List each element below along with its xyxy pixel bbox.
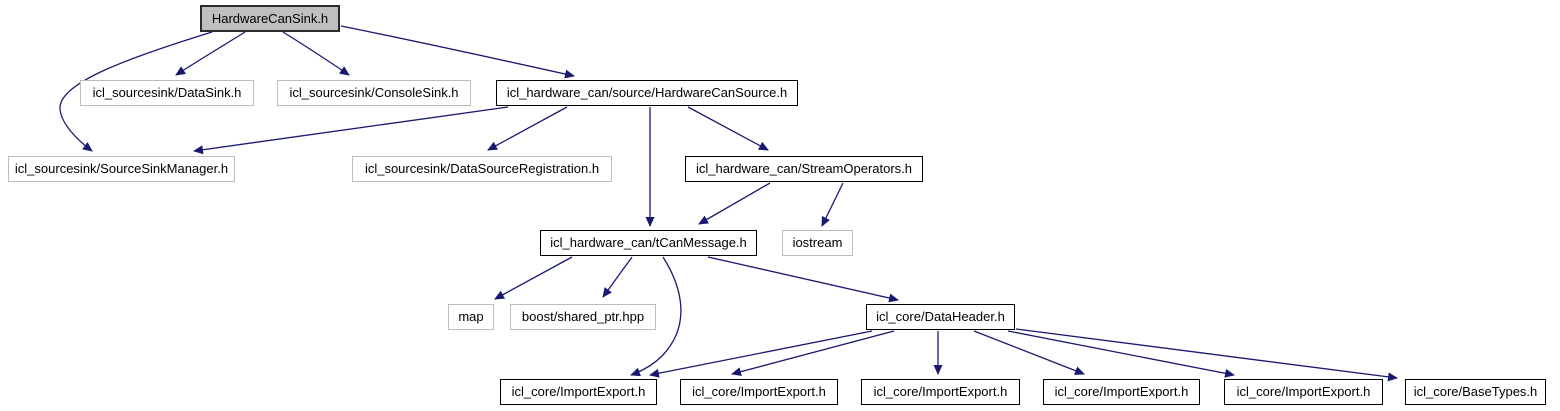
node-importexport-2[interactable]: icl_core/ImportExport.h	[680, 379, 838, 405]
node-basetypes[interactable]: icl_core/BaseTypes.h	[1405, 379, 1546, 405]
edge-tcanmessage-sharedptr	[602, 256, 633, 298]
edge-tcanmessage-importexport1	[630, 256, 682, 377]
edge-hardwarecansource-streamoperators	[687, 106, 769, 151]
edge-hardwarecansource-sourcesinkmanager	[193, 106, 509, 155]
edge-dataheader-importexport1	[649, 330, 873, 378]
node-streamoperators[interactable]: icl_hardware_can/StreamOperators.h	[685, 156, 923, 182]
node-sharedptr: boost/shared_ptr.hpp	[510, 304, 656, 330]
edge-hardwarecansink-consolesink	[282, 31, 350, 76]
node-dataheader[interactable]: icl_core/DataHeader.h	[866, 304, 1015, 330]
edge-hardwarecansink-sourcesinkmanager	[59, 31, 213, 152]
node-importexport-1[interactable]: icl_core/ImportExport.h	[500, 379, 657, 405]
edge-hardwarecansink-hardwarecansource	[340, 25, 575, 79]
node-datasink: icl_sourcesink/DataSink.h	[80, 80, 254, 106]
node-importexport-4[interactable]: icl_core/ImportExport.h	[1043, 379, 1200, 405]
node-importexport-3[interactable]: icl_core/ImportExport.h	[861, 379, 1020, 405]
node-iostream: iostream	[782, 230, 853, 256]
node-importexport-5[interactable]: icl_core/ImportExport.h	[1224, 379, 1383, 405]
edge-hardwarecansink-datasink	[175, 31, 246, 76]
node-hardwarecansource[interactable]: icl_hardware_can/source/HardwareCanSourc…	[496, 80, 798, 106]
edge-dataheader-basetypes	[1015, 328, 1398, 382]
edge-streamoperators-tcanmessage	[698, 182, 771, 225]
edge-streamoperators-iostream	[821, 182, 844, 227]
edge-tcanmessage-map	[494, 256, 573, 300]
node-tcanmessage[interactable]: icl_hardware_can/tCanMessage.h	[540, 230, 757, 256]
edge-hardwarecansource-datasourceregistration	[487, 106, 568, 151]
edge-dataheader-importexport2	[731, 330, 895, 377]
edge-dataheader-importexport4	[973, 330, 1085, 375]
node-map: map	[448, 304, 494, 330]
node-sourcesinkmanager: icl_sourcesink/SourceSinkManager.h	[8, 156, 235, 182]
node-consolesink: icl_sourcesink/ConsoleSink.h	[277, 80, 471, 106]
edge-dataheader-importexport5	[1007, 330, 1235, 378]
node-hardwarecansink: HardwareCanSink.h	[200, 5, 340, 32]
node-datasourceregistration: icl_sourcesink/DataSourceRegistration.h	[352, 156, 612, 182]
edge-tcanmessage-dataheader	[707, 256, 899, 303]
